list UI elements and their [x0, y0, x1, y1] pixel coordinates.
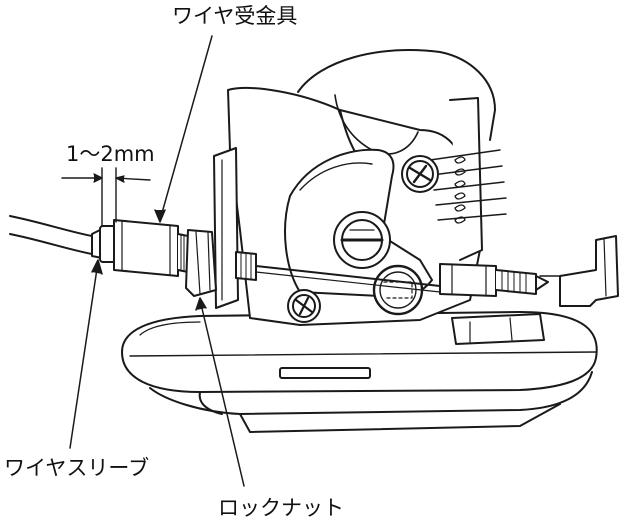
label-gap-dimension: 1～2mm — [66, 142, 155, 166]
top-screw — [401, 155, 439, 193]
lower-left-screw — [287, 289, 321, 323]
leader-line-cable-holder — [154, 35, 213, 223]
leader-line-lock-nut — [195, 297, 245, 487]
cable-end-ring — [372, 264, 424, 316]
cable-holder-fitting — [113, 219, 189, 277]
label-cable-holder: ワイヤ受金具 — [172, 4, 298, 28]
lock-nut — [185, 229, 217, 297]
throttle-lever — [284, 148, 433, 299]
cable-bracket-plate — [213, 147, 239, 309]
gap-dimension — [61, 167, 151, 227]
idle-adjust-screw — [439, 263, 549, 297]
cable-threaded-end — [235, 251, 257, 281]
lower-right-tab — [451, 313, 545, 345]
inner-wire — [255, 265, 441, 293]
right-stop-bracket — [539, 235, 619, 307]
label-cable-sleeve: ワイヤスリーブ — [4, 456, 150, 480]
label-lock-nut: ロックナット — [218, 496, 344, 520]
leader-line-cable-sleeve — [69, 259, 103, 449]
throttle-cable — [9, 215, 103, 259]
